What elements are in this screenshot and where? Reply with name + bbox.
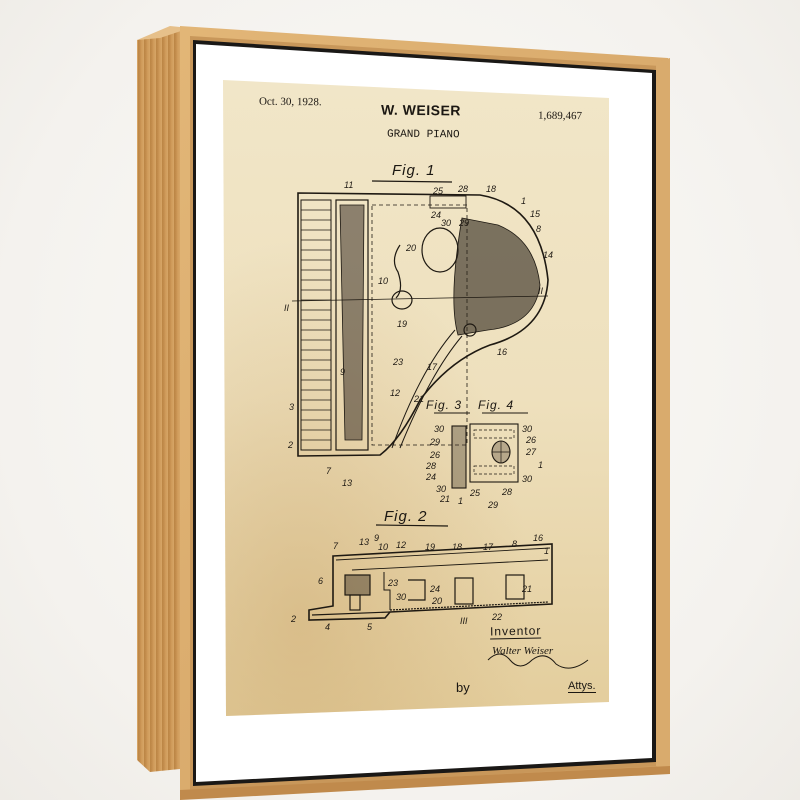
fig1-ref: 19 [397,319,408,329]
fig1-ref: 8 [536,224,542,234]
fig34-ref: 27 [526,447,537,457]
fig2-ref: 2 [291,614,297,624]
patent-number: 1,689,467 [537,109,583,123]
fig1-ref: 3 [289,402,295,412]
fig1-ref: 29 [459,218,470,228]
patent-date: Oct. 30, 1928. [258,95,322,109]
fig1-ref: 16 [497,347,508,357]
fig34-ref: 30 [522,424,533,434]
fig1-ref: 23 [393,357,404,367]
fig2-ref: 4 [325,622,331,632]
fig2-ref: 1 [544,546,550,556]
fig2-ref: III [460,616,468,626]
fig2-ref: 23 [388,578,399,588]
fig34-drawing [434,412,528,489]
fig2-ref: 18 [452,542,463,552]
fig1-ref: 9 [340,367,346,377]
fig1-ref: 25 [433,186,444,196]
fig1-drawing [291,180,549,457]
fig1-label: Fig. 1 [392,162,436,179]
fig3-label: Fig. 3 [426,398,463,412]
fig34-ref: 1 [458,496,464,506]
fig2-ref: 12 [396,540,407,550]
fig2-ref: 6 [318,576,324,586]
fig34-ref: 28 [426,461,437,471]
fig34-ref: 28 [502,487,513,497]
fig1-ref: 14 [543,250,554,260]
fig34-ref: 21 [440,494,451,504]
fig2-ref: 7 [333,541,339,551]
fig2-ref: 22 [492,612,503,622]
frame-top-corner [137,26,190,40]
attorneys-label: Attys. [568,680,596,693]
frame-right-edge [656,58,670,772]
fig2-ref: 21 [522,584,533,594]
fig1-ref: 30 [441,218,452,228]
fig2-drawing [308,524,553,621]
fig2-ref: 13 [359,537,370,547]
fig2-ref: 9 [374,533,380,543]
frame-bottom-edge [180,766,670,800]
fig1-ref: II [284,303,290,313]
fig2-ref: 20 [432,596,443,606]
fig34-ref: 29 [488,500,499,510]
fig1-ref: 11 [344,180,354,190]
fig34-ref: 25 [470,488,481,498]
fig2-ref: 24 [430,584,441,594]
fig34-ref: 29 [430,437,441,447]
patent-inventor-header: W. WEISER [380,101,462,119]
by-label: by [456,680,470,695]
fig2-ref: 5 [367,622,373,632]
signature-scribble [487,653,589,669]
patent-title: GRAND PIANO [386,128,460,142]
fig1-ref: II [538,286,544,296]
fig2-ref: 10 [378,542,389,552]
fig1-ref: 28 [458,184,469,194]
fig34-ref: 30 [522,474,533,484]
fig2-ref: 8 [512,539,518,549]
fig1-ref: 18 [486,184,497,194]
fig1-ref: 13 [342,478,353,488]
fig2-ref: 19 [425,542,436,552]
fig1-ref: 7 [326,466,332,476]
frame-side-left [137,28,190,772]
fig1-ref: 10 [378,276,389,286]
fig34-ref: 26 [526,435,537,445]
fig1-ref: 21 [414,394,425,404]
fig1-ref: 17 [427,362,438,372]
fig34-ref: 30 [436,484,447,494]
fig1-ref: 12 [390,388,401,398]
fig34-ref: 1 [538,460,544,470]
fig2-ref: 17 [483,542,494,552]
fig2-label: Fig. 2 [384,508,428,525]
inventor-label: Inventor [489,623,542,640]
fig1-ref: 1 [521,196,527,206]
fig1-ref: 20 [406,243,417,253]
fig1-ref: 15 [530,209,541,219]
inventor-name: Walter Weiser [492,645,554,657]
fig2-ref: 30 [396,592,407,602]
fig34-ref: 24 [426,472,437,482]
fig34-ref: 26 [430,450,441,460]
fig1-ref: 24 [431,210,442,220]
fig2-ref: 16 [533,533,544,543]
fig1-ref: 2 [288,440,294,450]
fig34-ref: 30 [434,424,445,434]
fig4-label: Fig. 4 [478,398,515,412]
